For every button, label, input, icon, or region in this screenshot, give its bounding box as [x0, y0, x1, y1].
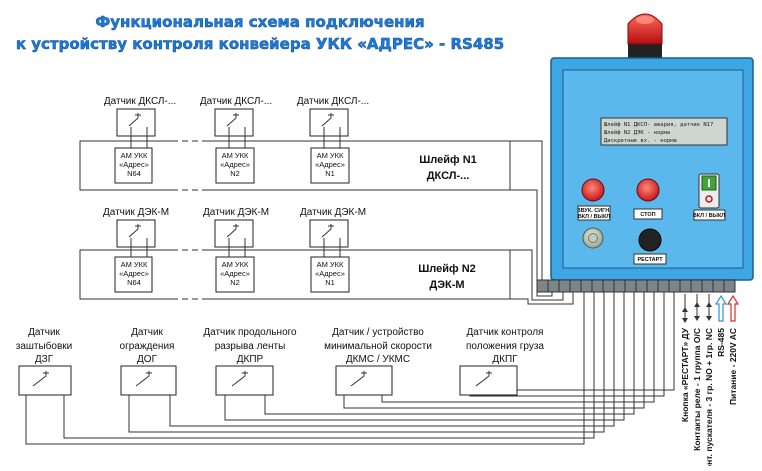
loop2-module-n1 [310, 256, 350, 293]
loop-1: Датчик ДКСЛ-... АМ УКК «Адрес» N64 Датчи… [79, 96, 511, 192]
sound-button[interactable] [581, 178, 605, 202]
loop1-module-n2 [215, 147, 255, 184]
external-connections: Кнопка «РЕСТАРТ» ДУ Контакты реле - 1 гр… [680, 294, 740, 471]
dkpr-sensor [215, 365, 274, 396]
stop-label-box [633, 208, 663, 220]
dkms-sensor [335, 365, 393, 396]
power-label-box [693, 209, 726, 221]
dzg-sensor [18, 365, 72, 396]
power-switch-label: ВКЛ / ВЫКЛ [693, 213, 725, 219]
lcd-display [600, 117, 728, 146]
ukk-device: Шлейф N1 ДКСЛ- авария, датчик N17 Шлейф … [536, 13, 754, 293]
loop2-name-line2: ДЭК-М [429, 279, 464, 291]
loop2-module-n1-l1: АМ УКК [317, 260, 344, 269]
loop1-sensor-n64 [116, 108, 156, 137]
sound-button-label-2: ВКЛ / ВЫКЛ [578, 214, 610, 220]
loop2-sensor-n64-label: Датчик ДЭК-М [103, 207, 169, 218]
bottom-wiring [25, 292, 675, 445]
dzg-label-line1: Датчик [28, 327, 60, 338]
signal-lamp-icon [627, 13, 663, 45]
loop1-sensor-n64-label: Датчик ДКСЛ-... [104, 96, 176, 107]
loop1-module-n64 [114, 147, 153, 184]
power-arrow-icon [726, 294, 740, 322]
lamp-base [628, 44, 662, 58]
lcd-line-3: Дискретные вх. - норма [604, 138, 677, 144]
loop2-module-n64 [114, 256, 153, 293]
dkpr-label-line2: разрыва ленты [215, 341, 286, 352]
loop2-module-n2 [215, 256, 255, 293]
stop-button[interactable] [636, 178, 660, 202]
loop1-sensor-n2-label: Датчик ДКСЛ-... [200, 96, 272, 107]
dkpg-code: ДКПГ [492, 354, 518, 365]
loop1-sensor-n2 [214, 108, 254, 137]
ext-relay-label: Контакты реле - 1 группа О/С [692, 328, 702, 451]
ext-power-label: Питание - 220V AC [728, 328, 738, 405]
loop1-module-n2-l2: «Адрес» [220, 160, 250, 169]
loop1-sensor-n1-label: Датчик ДКСЛ-... [297, 96, 369, 107]
ext-starter-label: Конт. пускателя - 3 гр. NO + 1гр. NC [704, 328, 714, 466]
sound-button-label-1: ЗВУК. СИГН. [577, 208, 611, 214]
title-line2: к устройству контроля конвейера УКК «АДР… [16, 35, 504, 53]
loop-2: Датчик ДЭК-М АМ УКК «Адрес» N64 Датчик Д… [79, 207, 511, 301]
loop1-module-n2-l1: АМ УКК [222, 151, 249, 160]
loop2-sensor-n1-label: Датчик ДЭК-М [300, 207, 366, 218]
stop-button-label: СТОП [640, 212, 655, 218]
dkpg-label-line1: Датчик контроля [467, 327, 544, 338]
loop2-module-n1-l3: N1 [325, 278, 335, 287]
lcd-line-1: Шлейф N1 ДКСЛ- авария, датчик N17 [604, 122, 713, 128]
cable-glands [536, 279, 736, 293]
loop2-sensor-n64 [116, 219, 156, 248]
dog-label-line2: ограждения [120, 341, 175, 352]
loop2-module-n64-l2: «Адрес» [119, 269, 149, 278]
restart-button-label: РЕСТАРТ [637, 257, 663, 263]
dkpr-label-line1: Датчик продольного [203, 327, 297, 338]
loop1-module-n1-l2: «Адрес» [315, 160, 345, 169]
dog-sensor [120, 365, 177, 396]
loop1-name-line2: ДКСЛ-... [427, 170, 470, 182]
loop2-sensor-n1 [309, 219, 349, 248]
sound-button-label-box [577, 205, 611, 221]
loop2-module-n64-l1: АМ УКК [121, 260, 148, 269]
loop2-sensor-n2 [214, 219, 254, 248]
dkms-label-line1: Датчик / устройство [332, 327, 424, 338]
loop1-name-line1: Шлейф N1 [419, 154, 477, 166]
dkpg-sensor [459, 365, 518, 396]
dkms-label-line2: минимальной скорости [324, 341, 432, 352]
loop1-module-n1-l3: N1 [325, 169, 335, 178]
ext-restart-label: Кнопка «РЕСТАРТ» ДУ [680, 327, 690, 422]
dog-code: ДОГ [137, 354, 158, 365]
loop1-module-n2-l3: N2 [230, 169, 240, 178]
restart-button[interactable] [638, 228, 662, 252]
bottom-sensors: Датчик заштыбовки ДЗГ Датчик ограждения … [16, 327, 544, 396]
loop2-module-n2-l1: АМ УКК [222, 260, 249, 269]
loop1-bus [79, 140, 511, 191]
loop1-module-n1-l1: АМ УКК [317, 151, 344, 160]
dog-label-line1: Датчик [131, 327, 163, 338]
dzg-code: ДЗГ [35, 354, 54, 365]
loop1-module-n64-l2: «Адрес» [119, 160, 149, 169]
dkms-code: ДКМС / УКМС [346, 354, 410, 365]
ext-rs485-label: RS-485 [716, 328, 726, 357]
title-line1: Функциональная схема подключения [95, 13, 424, 31]
loop1-sensor-n1 [309, 108, 349, 137]
dzg-label-line2: заштыбовки [16, 340, 73, 352]
loop1-module-n64-l3: N64 [127, 169, 141, 178]
loop2-sensor-n2-label: Датчик ДЭК-М [203, 207, 269, 218]
dkpg-label-line2: положения груза [466, 341, 544, 352]
restart-label-box [633, 253, 667, 265]
lcd-line-2: Шлейф N2 ДЭК - норма [604, 130, 670, 136]
loop1-module-n1 [310, 147, 350, 184]
loop2-bus [79, 249, 511, 300]
dkpr-code: ДКПР [237, 354, 264, 365]
rs485-arrow-icon [714, 294, 728, 322]
loop2-module-n2-l3: N2 [230, 278, 240, 287]
loop2-module-n1-l2: «Адрес» [315, 269, 345, 278]
loop1-module-n64-l1: АМ УКК [121, 151, 148, 160]
loop2-module-n64-l3: N64 [127, 278, 141, 287]
loop2-name-line1: Шлейф N2 [418, 263, 476, 275]
loop2-module-n2-l2: «Адрес» [220, 269, 250, 278]
